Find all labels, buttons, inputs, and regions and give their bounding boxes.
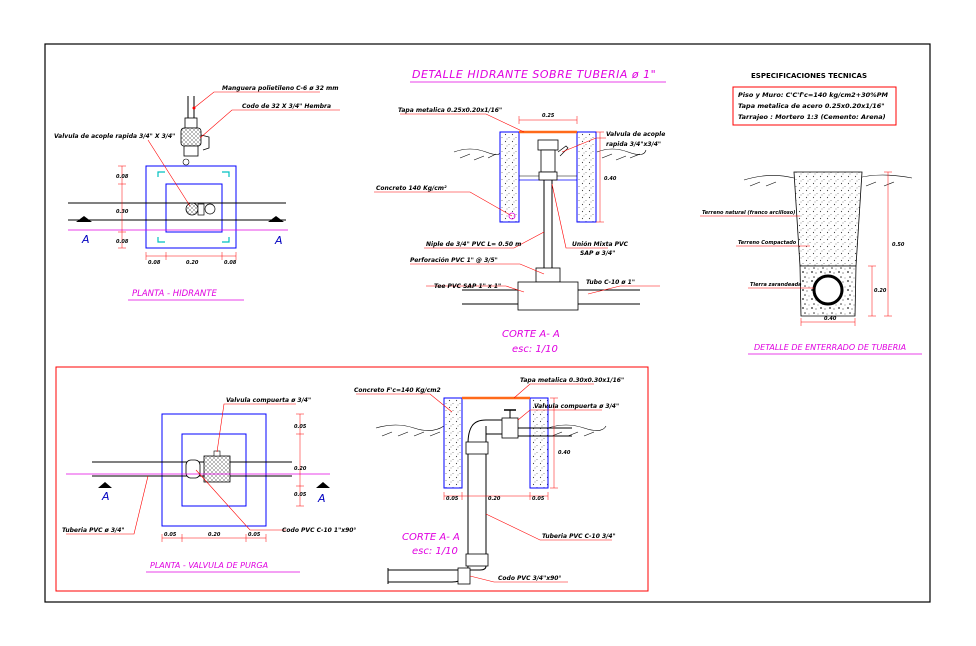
svg-text:DETALLE DE ENTERRADO DE TU: DETALLE DE ENTERRADO DE TUBERIA — [754, 343, 906, 352]
svg-text:Codo PVC C-10 1"x90°: Codo PVC C-10 1"x90° — [282, 527, 356, 534]
svg-text:Terreno Compactado: Terreno Compactado — [738, 240, 797, 246]
plan-purge-valve: A A 0.05 0.20 0.05 0.05 0.20 0.05 Valvul… — [62, 397, 356, 573]
svg-text:Perforación PVC 1" @ 3/5": Perforación PVC 1" @ 3/5" — [410, 257, 498, 264]
svg-text:0.08: 0.08 — [148, 260, 161, 266]
svg-text:Manguera polietileno C-6 ø 32: Manguera polietileno C-6 ø 32 mm — [222, 85, 338, 92]
svg-text:rapida 3/4"x3/4": rapida 3/4"x3/4" — [606, 141, 661, 148]
svg-text:Valvula de acople rapida 3/4": Valvula de acople rapida 3/4" X 3/4" — [54, 133, 175, 140]
svg-text:0.05: 0.05 — [164, 532, 177, 538]
section-hydrant: 0.25 0.40 Tapa metalica 0.25x0.20x1/16" … — [374, 107, 665, 355]
svg-text:0.25: 0.25 — [542, 113, 555, 119]
svg-text:A: A — [274, 234, 283, 247]
section-purge-valve: 0.40 0.05 0.20 0.05 Concreto F'c=140 Kg/… — [354, 377, 624, 585]
svg-text:A: A — [81, 233, 90, 246]
svg-text:CORTE A- A: CORTE A- A — [402, 532, 460, 543]
svg-text:0.05: 0.05 — [248, 532, 261, 538]
svg-text:Tuberia PVC ø 3/4": Tuberia PVC ø 3/4" — [62, 527, 125, 534]
plan-hydrant: A A 0.08 0.30 0.08 0.08 0.20 0.08 — [54, 85, 340, 301]
svg-text:0.40: 0.40 — [604, 176, 617, 182]
sheet-border — [44, 43, 931, 603]
technical-specs: ESPECIFICACIONES TECNICAS Piso y Muro: C… — [732, 72, 897, 126]
svg-text:0.30: 0.30 — [116, 209, 129, 215]
main-title: DETALLE HIDRANTE SOBRE TUBERIA ø 1" — [410, 68, 666, 83]
svg-text:0.05: 0.05 — [532, 496, 545, 502]
svg-text:DETALLE HIDRANTE SOBRE TUBE: DETALLE HIDRANTE SOBRE TUBERIA ø 1" — [412, 68, 656, 81]
svg-text:Valvula compuerta ø 3/4": Valvula compuerta ø 3/4" — [534, 403, 619, 410]
buried-pipe-detail: 0.50 0.20 0.40 Terreno natural (franco a… — [700, 171, 922, 355]
svg-text:0.40: 0.40 — [558, 450, 571, 456]
svg-text:PLANTA - VALVULA DE PURGA: PLANTA - VALVULA DE PURGA — [150, 561, 268, 570]
svg-text:0.20: 0.20 — [186, 260, 199, 266]
svg-text:Unión Mixta PVC: Unión Mixta PVC — [572, 241, 629, 248]
svg-text:Codo de 32 X 3/4" Hembra: Codo de 32 X 3/4" Hembra — [242, 103, 331, 110]
svg-text:0.20: 0.20 — [294, 466, 307, 472]
svg-text:Codo PVC 3/4"x90°: Codo PVC 3/4"x90° — [498, 575, 561, 582]
svg-text:0.08: 0.08 — [116, 239, 129, 245]
svg-text:0.05: 0.05 — [294, 424, 307, 430]
svg-text:Niple de 3/4" PVC L= 0.50 m: Niple de 3/4" PVC L= 0.50 m — [426, 241, 521, 248]
svg-text:Tee PVC SAP 1" x 1": Tee PVC SAP 1" x 1" — [434, 283, 501, 290]
svg-text:SAP ø 3/4": SAP ø 3/4" — [580, 250, 615, 257]
svg-text:PLANTA - HIDRANTE: PLANTA - HIDRANTE — [132, 289, 217, 299]
svg-text:ESPECIFICACIONES TECNICAS: ESPECIFICACIONES TECNICAS — [751, 72, 867, 80]
svg-text:Tuberia PVC C-10 3/4": Tuberia PVC C-10 3/4" — [542, 533, 616, 540]
svg-text:Tapa metalica 0.25x0.20x1/16": Tapa metalica 0.25x0.20x1/16" — [398, 107, 502, 114]
svg-text:Concreto 140 Kg/cm²: Concreto 140 Kg/cm² — [376, 185, 447, 192]
svg-text:esc: 1/10: esc: 1/10 — [512, 344, 558, 355]
svg-text:0.05: 0.05 — [294, 492, 307, 498]
svg-text:0.05: 0.05 — [446, 496, 459, 502]
svg-text:Tarrajeo : Mortero 1:3 (Cement: Tarrajeo : Mortero 1:3 (Cemento: Arena) — [738, 113, 886, 121]
svg-text:Terreno natural (franco arcill: Terreno natural (franco arcilloso) — [702, 210, 795, 216]
svg-text:0.40: 0.40 — [824, 316, 837, 322]
svg-text:Tierra zarandeada: Tierra zarandeada — [750, 282, 802, 288]
svg-text:0.20: 0.20 — [208, 532, 221, 538]
svg-text:Valvula de acople: Valvula de acople — [606, 131, 665, 138]
svg-text:Tapa metalica de acero 0.25x0: Tapa metalica de acero 0.25x0.20x1/16" — [738, 102, 885, 110]
svg-text:Piso y Muro: C'C'f'c=140 kg/cm: Piso y Muro: C'C'f'c=140 kg/cm2+30%PM — [738, 91, 888, 99]
svg-text:0.20: 0.20 — [488, 496, 501, 502]
svg-text:A: A — [101, 490, 110, 503]
svg-text:CORTE A- A: CORTE A- A — [502, 329, 560, 340]
svg-text:Tapa metalica 0.30x0.30x1/16": Tapa metalica 0.30x0.30x1/16" — [520, 377, 624, 384]
svg-text:Concreto F'c=140 Kg/cm2: Concreto F'c=140 Kg/cm2 — [354, 387, 441, 394]
svg-text:0.08: 0.08 — [224, 260, 237, 266]
svg-text:esc: 1/10: esc: 1/10 — [412, 546, 458, 557]
svg-text:0.20: 0.20 — [874, 288, 887, 294]
purge-valve-frame — [55, 366, 649, 592]
svg-text:Valvula compuerta ø 3/4": Valvula compuerta ø 3/4" — [226, 397, 311, 404]
svg-text:Tubo C-10 ø 1": Tubo C-10 ø 1" — [586, 279, 635, 286]
svg-text:0.08: 0.08 — [116, 174, 129, 180]
svg-text:0.50: 0.50 — [892, 242, 905, 248]
svg-text:A: A — [317, 492, 326, 505]
